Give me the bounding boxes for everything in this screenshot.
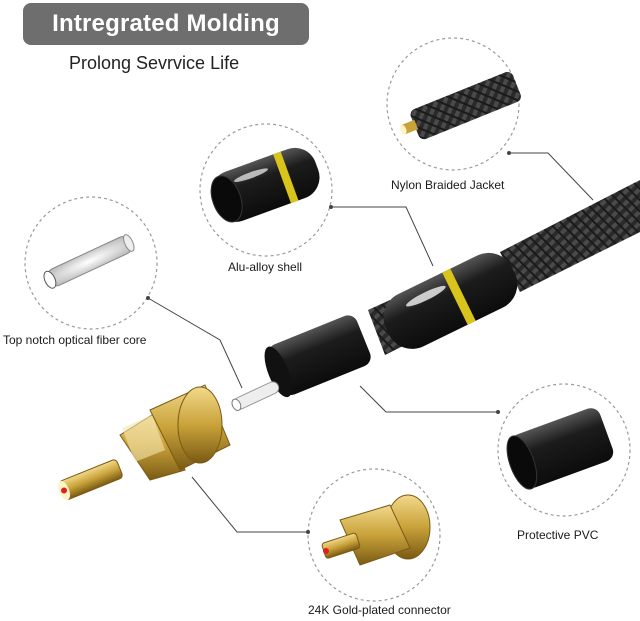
gold-leader-line	[191, 476, 308, 533]
gold-callout-circle	[307, 468, 441, 602]
alu-alloy-shell	[383, 252, 518, 349]
subtitle: Prolong Sevrvice Life	[69, 53, 240, 73]
protective-pvc-boot	[264, 315, 371, 398]
gold-pin	[58, 459, 123, 500]
nylon-leader-line	[509, 152, 594, 201]
pvc-leader-line	[359, 385, 498, 413]
shell-leader-line	[331, 206, 434, 267]
pvc-inset	[506, 408, 614, 490]
fiber-inset	[43, 234, 135, 289]
nylon-inset-cable	[399, 71, 521, 140]
shell-label: Alu-alloy shell	[228, 260, 303, 274]
shell-callout-circle	[199, 123, 333, 257]
title-banner: Intregrated Molding	[23, 3, 309, 45]
nylon-callout-circle	[386, 37, 520, 171]
pvc-callout-circle	[497, 383, 631, 517]
exposed-fiber	[231, 381, 280, 411]
shell-inset	[210, 147, 320, 223]
nylon-label: Nylon Braided Jacket	[391, 178, 505, 192]
pvc-label: Protective PVC	[517, 528, 599, 542]
gold-connector	[119, 384, 231, 481]
fiber-callout-circle	[24, 196, 158, 330]
braided-cable	[500, 180, 640, 292]
gold-inset	[321, 494, 431, 566]
fiber-leader-line	[147, 297, 243, 389]
fiber-label: Top notch optical fiber core	[3, 333, 147, 347]
gold-label: 24K Gold-plated connector	[308, 603, 451, 617]
